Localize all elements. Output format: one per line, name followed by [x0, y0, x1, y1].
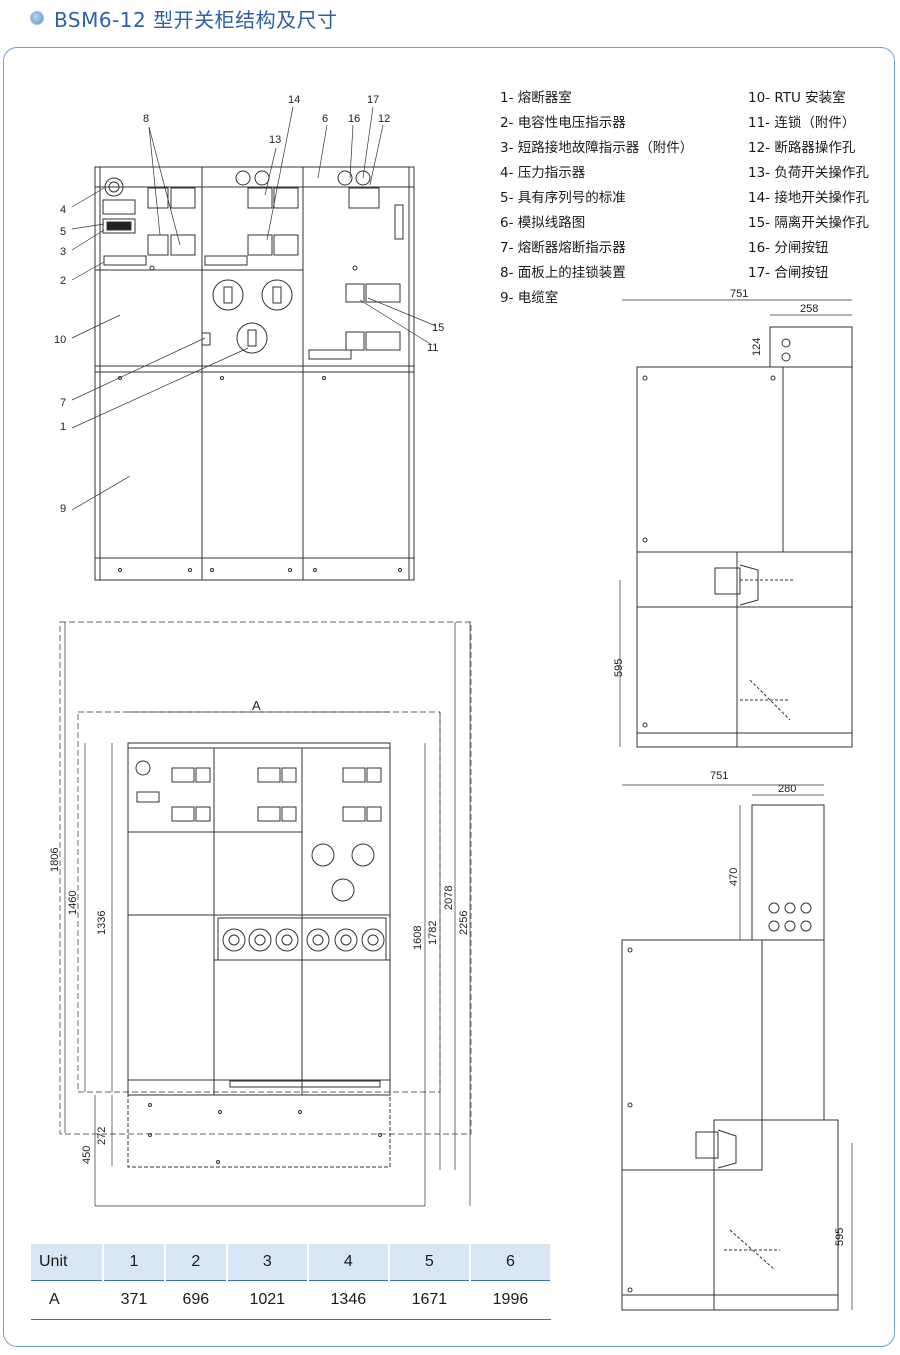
callout-13: 13 [269, 134, 281, 146]
callout-7: 7 [60, 397, 66, 409]
legend-right: 10- RTU 安装室 11- 连锁（附件） 12- 断路器操作孔 13- 负荷… [748, 86, 869, 286]
content-frame [3, 47, 895, 1347]
dim-top-124: 124 [751, 338, 763, 356]
dim-bottom-470: 470 [728, 868, 740, 886]
dim-bottom-751: 751 [710, 770, 728, 782]
legend-item: 15- 隔离开关操作孔 [748, 215, 869, 231]
front-view-structure [94, 166, 415, 581]
callout-9: 9 [60, 503, 66, 515]
table-cell: 696 [164, 1280, 227, 1320]
dim-1608: 1608 [412, 926, 424, 950]
callout-16: 16 [348, 113, 360, 125]
legend-item: 10- RTU 安装室 [748, 90, 846, 106]
dim-bottom-280: 280 [778, 783, 796, 795]
table-cell: 1996 [469, 1280, 551, 1320]
dim-top-595: 595 [613, 659, 625, 677]
page-title: BSM6-12 型开关柜结构及尺寸 [54, 7, 338, 32]
legend-item: 6- 模拟线路图 [500, 215, 586, 231]
dim-1782: 1782 [427, 921, 439, 945]
side-dimension-labels: 751 258 124 595 751 280 470 595 [613, 288, 846, 1246]
callout-5: 5 [60, 226, 66, 238]
dim-2078: 2078 [443, 886, 455, 910]
callout-12: 12 [378, 113, 390, 125]
legend-item: 17- 合闸按钮 [748, 265, 829, 281]
bullet-icon [30, 11, 44, 25]
dim-bottom-595: 595 [834, 1228, 846, 1246]
legend-item: 7- 熔断器熔断指示器 [500, 240, 626, 256]
lower-front-details [135, 760, 385, 1164]
lower-front-structure [59, 621, 472, 1168]
callout-11: 11 [427, 342, 438, 354]
legend-item: 12- 断路器操作孔 [748, 140, 856, 156]
front-dimension-labels: A 1806 1460 1336 272 450 1608 1782 2078 … [49, 698, 470, 1164]
callout-15: 15 [432, 322, 444, 334]
table-header-cell: 2 [164, 1244, 228, 1281]
legend-item: 11- 连锁（附件） [748, 115, 856, 131]
table-header-cell: 3 [226, 1244, 309, 1281]
side-view-bottom [621, 784, 853, 1311]
legend-item: 13- 负荷开关操作孔 [748, 165, 869, 181]
lower-front-dimlines [64, 622, 471, 1207]
callout-6: 6 [322, 113, 328, 125]
table-header-cell: 4 [307, 1244, 390, 1281]
table-header-cell: 5 [388, 1244, 471, 1281]
dim-2256: 2256 [458, 911, 470, 935]
dim-1806: 1806 [49, 848, 61, 872]
legend-item: 9- 电缆室 [500, 290, 559, 306]
front-view-leaders [71, 106, 437, 511]
legend-item: 5- 具有序列号的标准 [500, 190, 626, 206]
unit-dimension-table: Unit 1 2 3 4 5 6 A 371 696 1021 1346 167… [31, 1244, 553, 1320]
legend-item: 16- 分闸按钮 [748, 240, 829, 256]
table-header-cell: 6 [469, 1244, 553, 1281]
legend-item: 4- 压力指示器 [500, 165, 586, 181]
dim-top-751: 751 [730, 288, 748, 300]
callout-1: 1 [60, 421, 66, 433]
callout-17: 17 [367, 94, 379, 106]
dim-450: 450 [81, 1146, 93, 1164]
callout-3: 3 [60, 246, 66, 258]
table-cell: 371 [103, 1280, 165, 1320]
legend-item: 8- 面板上的挂锁装置 [500, 265, 626, 281]
table-row: A 371 696 1021 1346 1671 1996 [31, 1280, 551, 1320]
callout-14: 14 [288, 94, 300, 106]
callout-10: 10 [54, 334, 66, 346]
table-cell: 1021 [226, 1280, 308, 1320]
legend-item: 14- 接地开关操作孔 [748, 190, 869, 206]
dim-1336: 1336 [96, 911, 108, 935]
callout-4: 4 [60, 204, 66, 216]
dim-1460: 1460 [67, 891, 79, 915]
side-view-top [619, 299, 853, 748]
dim-272: 272 [96, 1127, 108, 1145]
table-cell: 1346 [307, 1280, 389, 1320]
table-cell: 1671 [388, 1280, 470, 1320]
callout-8: 8 [143, 113, 149, 125]
dim-a: A [252, 698, 261, 713]
table-header-cell: Unit [31, 1244, 104, 1281]
callout-labels: 1 2 3 4 5 6 7 8 9 10 11 12 13 14 15 16 1… [54, 94, 444, 515]
dim-top-258: 258 [800, 303, 818, 315]
legend-item: 1- 熔断器室 [500, 90, 572, 106]
legend-left: 1- 熔断器室 2- 电容性电压指示器 3- 短路接地故障指示器（附件） 4- … [500, 86, 693, 311]
table-header-row: Unit 1 2 3 4 5 6 [31, 1244, 553, 1281]
legend-item: 2- 电容性电压指示器 [500, 115, 626, 131]
title-row: BSM6-12 型开关柜结构及尺寸 [30, 4, 338, 32]
callout-2: 2 [60, 275, 66, 287]
table-header-cell: 1 [103, 1244, 166, 1281]
front-view-details [102, 170, 404, 572]
table-cell: A [31, 1280, 103, 1320]
legend-item: 3- 短路接地故障指示器（附件） [500, 140, 694, 156]
